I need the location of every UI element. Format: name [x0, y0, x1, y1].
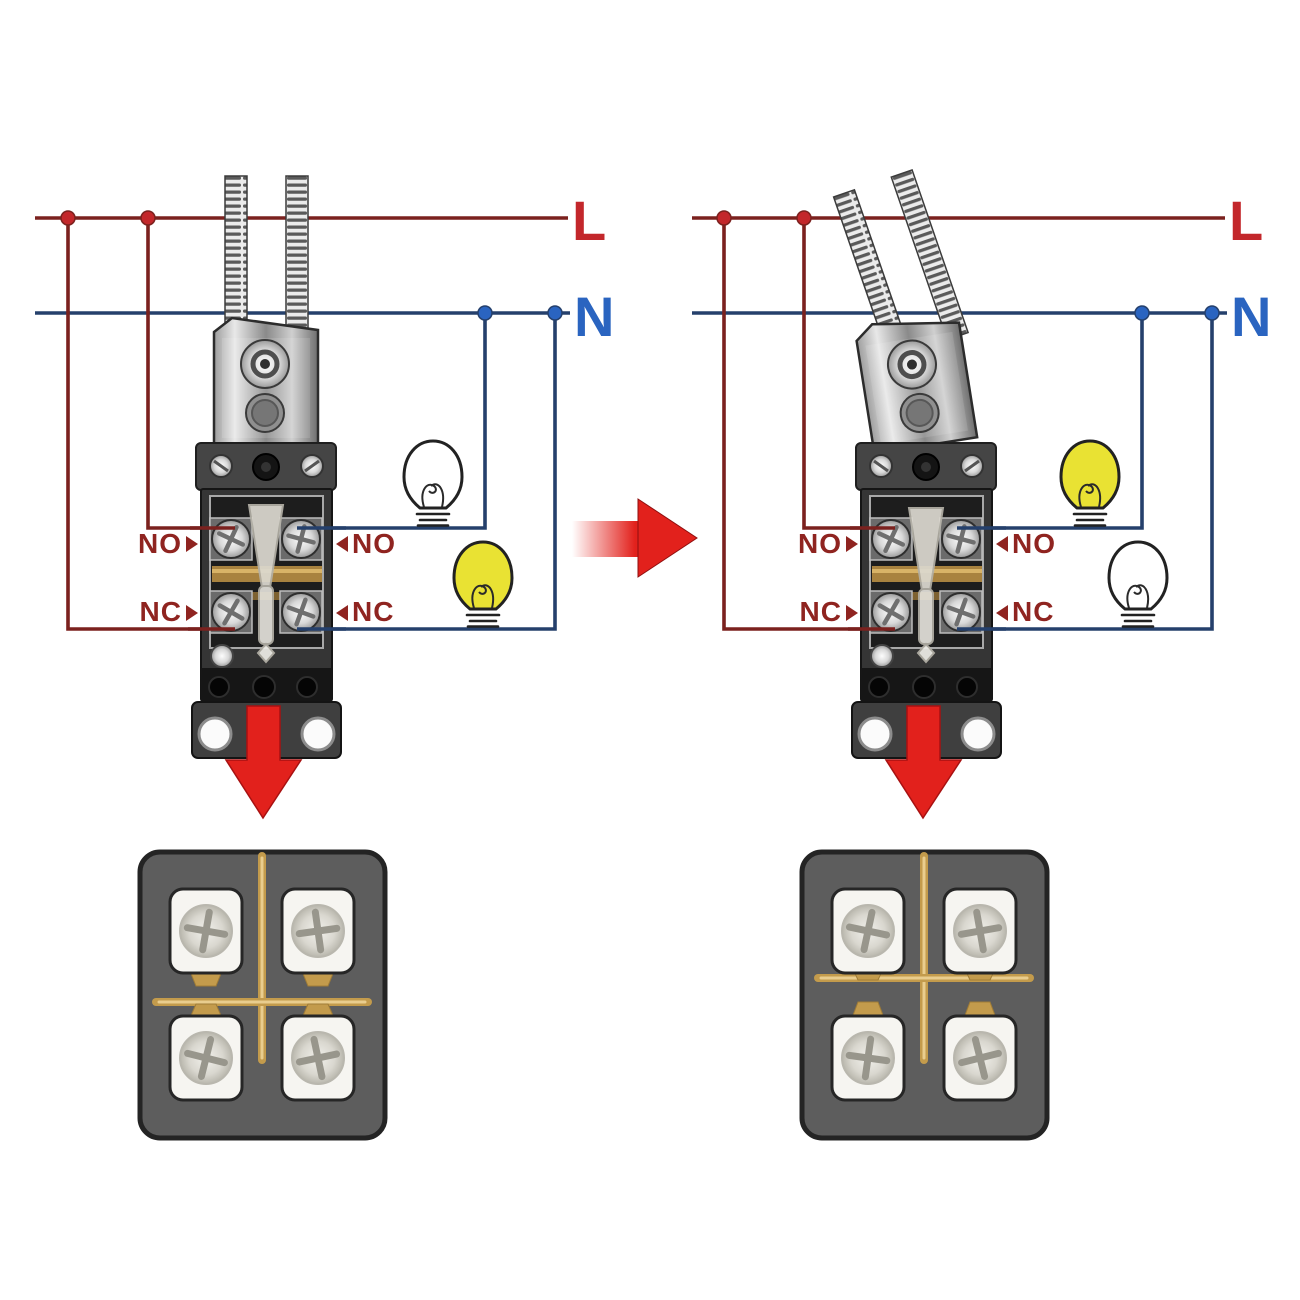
bulb-nc-circuit-lit — [452, 540, 514, 628]
junction-dot — [547, 305, 563, 321]
diagram-lever-pressed: NO NC NO NC L N — [692, 169, 1271, 1141]
arrow-left-icon — [336, 536, 348, 552]
plunger — [907, 507, 945, 664]
no-label-right: NO — [352, 528, 396, 559]
switch-body — [200, 488, 333, 702]
panel-screw-icon — [210, 644, 234, 668]
nc-label-right: NC — [352, 596, 394, 627]
mount-hole-icon — [857, 716, 893, 752]
nc-label-left: NC — [140, 596, 182, 627]
junction-dot — [1134, 305, 1150, 321]
nc-label-left: NC — [800, 596, 842, 627]
arrow-left-icon — [996, 605, 1008, 621]
neutral-branch-no — [297, 313, 487, 530]
lever-rod-icon — [224, 175, 309, 349]
arrow-right-icon — [846, 536, 858, 552]
no-label-left: NO — [798, 528, 842, 559]
arrow-right-icon — [846, 605, 858, 621]
bulb-no-circuit-off — [402, 439, 464, 527]
block-terminals — [168, 887, 356, 1102]
terminal-block-released — [137, 849, 388, 1141]
arrow-left-icon — [996, 536, 1008, 552]
panel-screw-icon — [870, 644, 894, 668]
switch-body — [860, 488, 993, 702]
mount-hole-icon — [960, 716, 996, 752]
live-label: L — [1229, 189, 1263, 252]
switch-top-flange — [855, 442, 997, 491]
junction-dot — [1204, 305, 1220, 321]
state-transition-arrow-icon — [572, 498, 698, 578]
switch-terminals — [209, 517, 323, 634]
neutral-branch-nc — [297, 313, 557, 631]
lever-bracket — [212, 316, 320, 448]
bulb-nc-circuit-off — [1107, 540, 1169, 628]
down-arrow-icon — [224, 705, 303, 820]
neutral-label: N — [574, 285, 614, 348]
arrow-right-icon — [186, 605, 198, 621]
neutral-branch-no — [957, 313, 1144, 530]
junction-dot — [140, 210, 156, 226]
neutral-label: N — [1231, 285, 1271, 348]
block-terminals — [830, 887, 1018, 1102]
nc-label-right: NC — [1012, 596, 1054, 627]
live-label: L — [572, 189, 606, 252]
arrow-right-icon — [186, 536, 198, 552]
no-label-left: NO — [138, 528, 182, 559]
junction-dot — [477, 305, 493, 321]
mount-hole-icon — [300, 716, 336, 752]
switch-terminals — [869, 517, 983, 634]
neutral-branch-nc — [957, 313, 1214, 631]
lever-bracket — [855, 321, 979, 455]
live-drop-nc — [66, 218, 240, 631]
limit-switch-pressed — [832, 169, 1002, 820]
diagram-lever-released: NO NC NO NC L N — [35, 175, 614, 1141]
junction-dot — [716, 210, 732, 226]
junction-dot — [796, 210, 812, 226]
mount-hole-icon — [197, 716, 233, 752]
plunger — [247, 504, 285, 664]
live-drop-nc — [722, 218, 900, 631]
limit-switch-released — [191, 175, 342, 820]
terminal-block-pressed — [799, 849, 1050, 1141]
down-arrow-icon — [884, 705, 963, 820]
bulb-no-circuit-lit — [1059, 439, 1121, 527]
no-label-right: NO — [1012, 528, 1056, 559]
arrow-left-icon — [336, 605, 348, 621]
junction-dot — [60, 210, 76, 226]
switch-top-flange — [195, 442, 337, 491]
